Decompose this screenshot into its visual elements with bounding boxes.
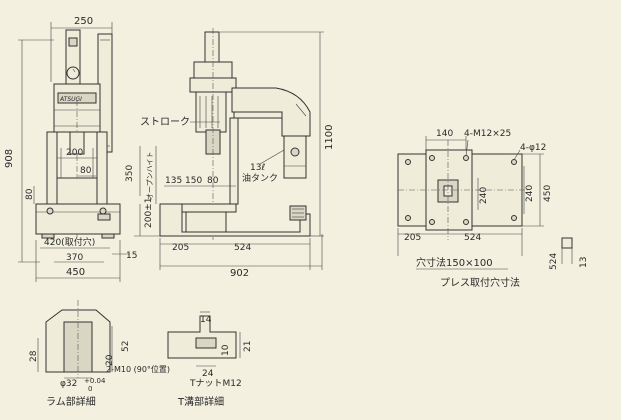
dim-front-80: 80	[80, 166, 92, 176]
label-tslot-nut: TナットM12	[189, 378, 242, 389]
dim-ram-tol-plus: +0.04	[84, 377, 106, 385]
dim-side-150: 150	[185, 176, 202, 186]
dim-front-370: 370	[66, 253, 83, 263]
label-oil-tank-cap: 13ℓ	[250, 163, 265, 173]
dim-side-205: 205	[172, 243, 189, 253]
dim-plan-side-13: 13	[579, 257, 589, 268]
label-plan-hole: 穴寸法150×100	[416, 256, 493, 269]
plan-view: 140 4-M12×25 4-φ12 240 240 450 205 524 穴…	[397, 129, 589, 289]
dim-tslot-10: 10	[221, 344, 231, 356]
dim-side-350: 350	[125, 165, 135, 182]
dim-front-908: 908	[4, 149, 15, 168]
dim-plan-side-524: 524	[549, 253, 559, 270]
dim-side-80: 80	[207, 176, 219, 186]
dim-plan-bolt: 4-M12×25	[464, 129, 511, 139]
dim-plan-524: 524	[464, 233, 481, 243]
label-oil-tank: 油タンク	[242, 172, 278, 184]
dim-side-524: 524	[234, 243, 251, 253]
ram-detail: 28 52 20 2-M10 (90°位置) φ32 +0.04 0 ラム部詳細	[29, 300, 170, 408]
front-view: 250 ATSUGI 200	[4, 16, 137, 282]
dim-ram-m10: 2-M10 (90°位置)	[106, 364, 170, 374]
dim-ram-28: 28	[29, 350, 39, 362]
dim-plan-phi: 4-φ12	[520, 143, 546, 153]
side-view: ストローク 1100 350 オープンハイト 200±1 135 150 80 …	[125, 28, 335, 279]
dim-front-200: 200	[66, 148, 83, 158]
brand-plate: ATSUGI	[59, 96, 82, 103]
label-open-height: オープンハイト	[146, 152, 154, 200]
dim-side-135: 135	[165, 176, 182, 186]
label-stroke: ストローク	[140, 116, 190, 128]
dim-front-15: 15	[126, 251, 137, 261]
dim-ram-52: 52	[121, 341, 131, 352]
dim-tslot-24: 24	[202, 369, 214, 379]
dim-side-200pm1: 200±1	[144, 198, 154, 228]
dim-ram-20: 20	[105, 354, 115, 366]
dim-front-80-left: 80	[25, 188, 35, 200]
dim-plan-240b: 240	[525, 185, 535, 202]
title-ram: ラム部詳細	[46, 395, 96, 408]
dim-plan-140: 140	[436, 129, 453, 139]
dim-side-902: 902	[230, 268, 249, 279]
dim-plan-205: 205	[404, 233, 421, 243]
tslot-detail: 14 21 10 24 TナットM12 T溝部詳細	[167, 311, 253, 408]
title-plan: プレス取付穴寸法	[440, 276, 520, 289]
dim-plan-240a: 240	[479, 187, 489, 204]
dim-side-1100: 1100	[324, 125, 335, 150]
dim-front-420: 420(取付穴)	[44, 236, 95, 248]
dim-plan-450: 450	[543, 185, 553, 202]
dim-tslot-21: 21	[243, 341, 253, 352]
dim-tslot-14: 14	[200, 315, 212, 325]
title-tslot: T溝部詳細	[177, 395, 224, 408]
dim-front-450: 450	[66, 267, 85, 278]
dim-ram-tol-zero: 0	[88, 385, 92, 393]
dim-front-250: 250	[74, 16, 93, 27]
dim-ram-phi: φ32	[60, 379, 77, 389]
